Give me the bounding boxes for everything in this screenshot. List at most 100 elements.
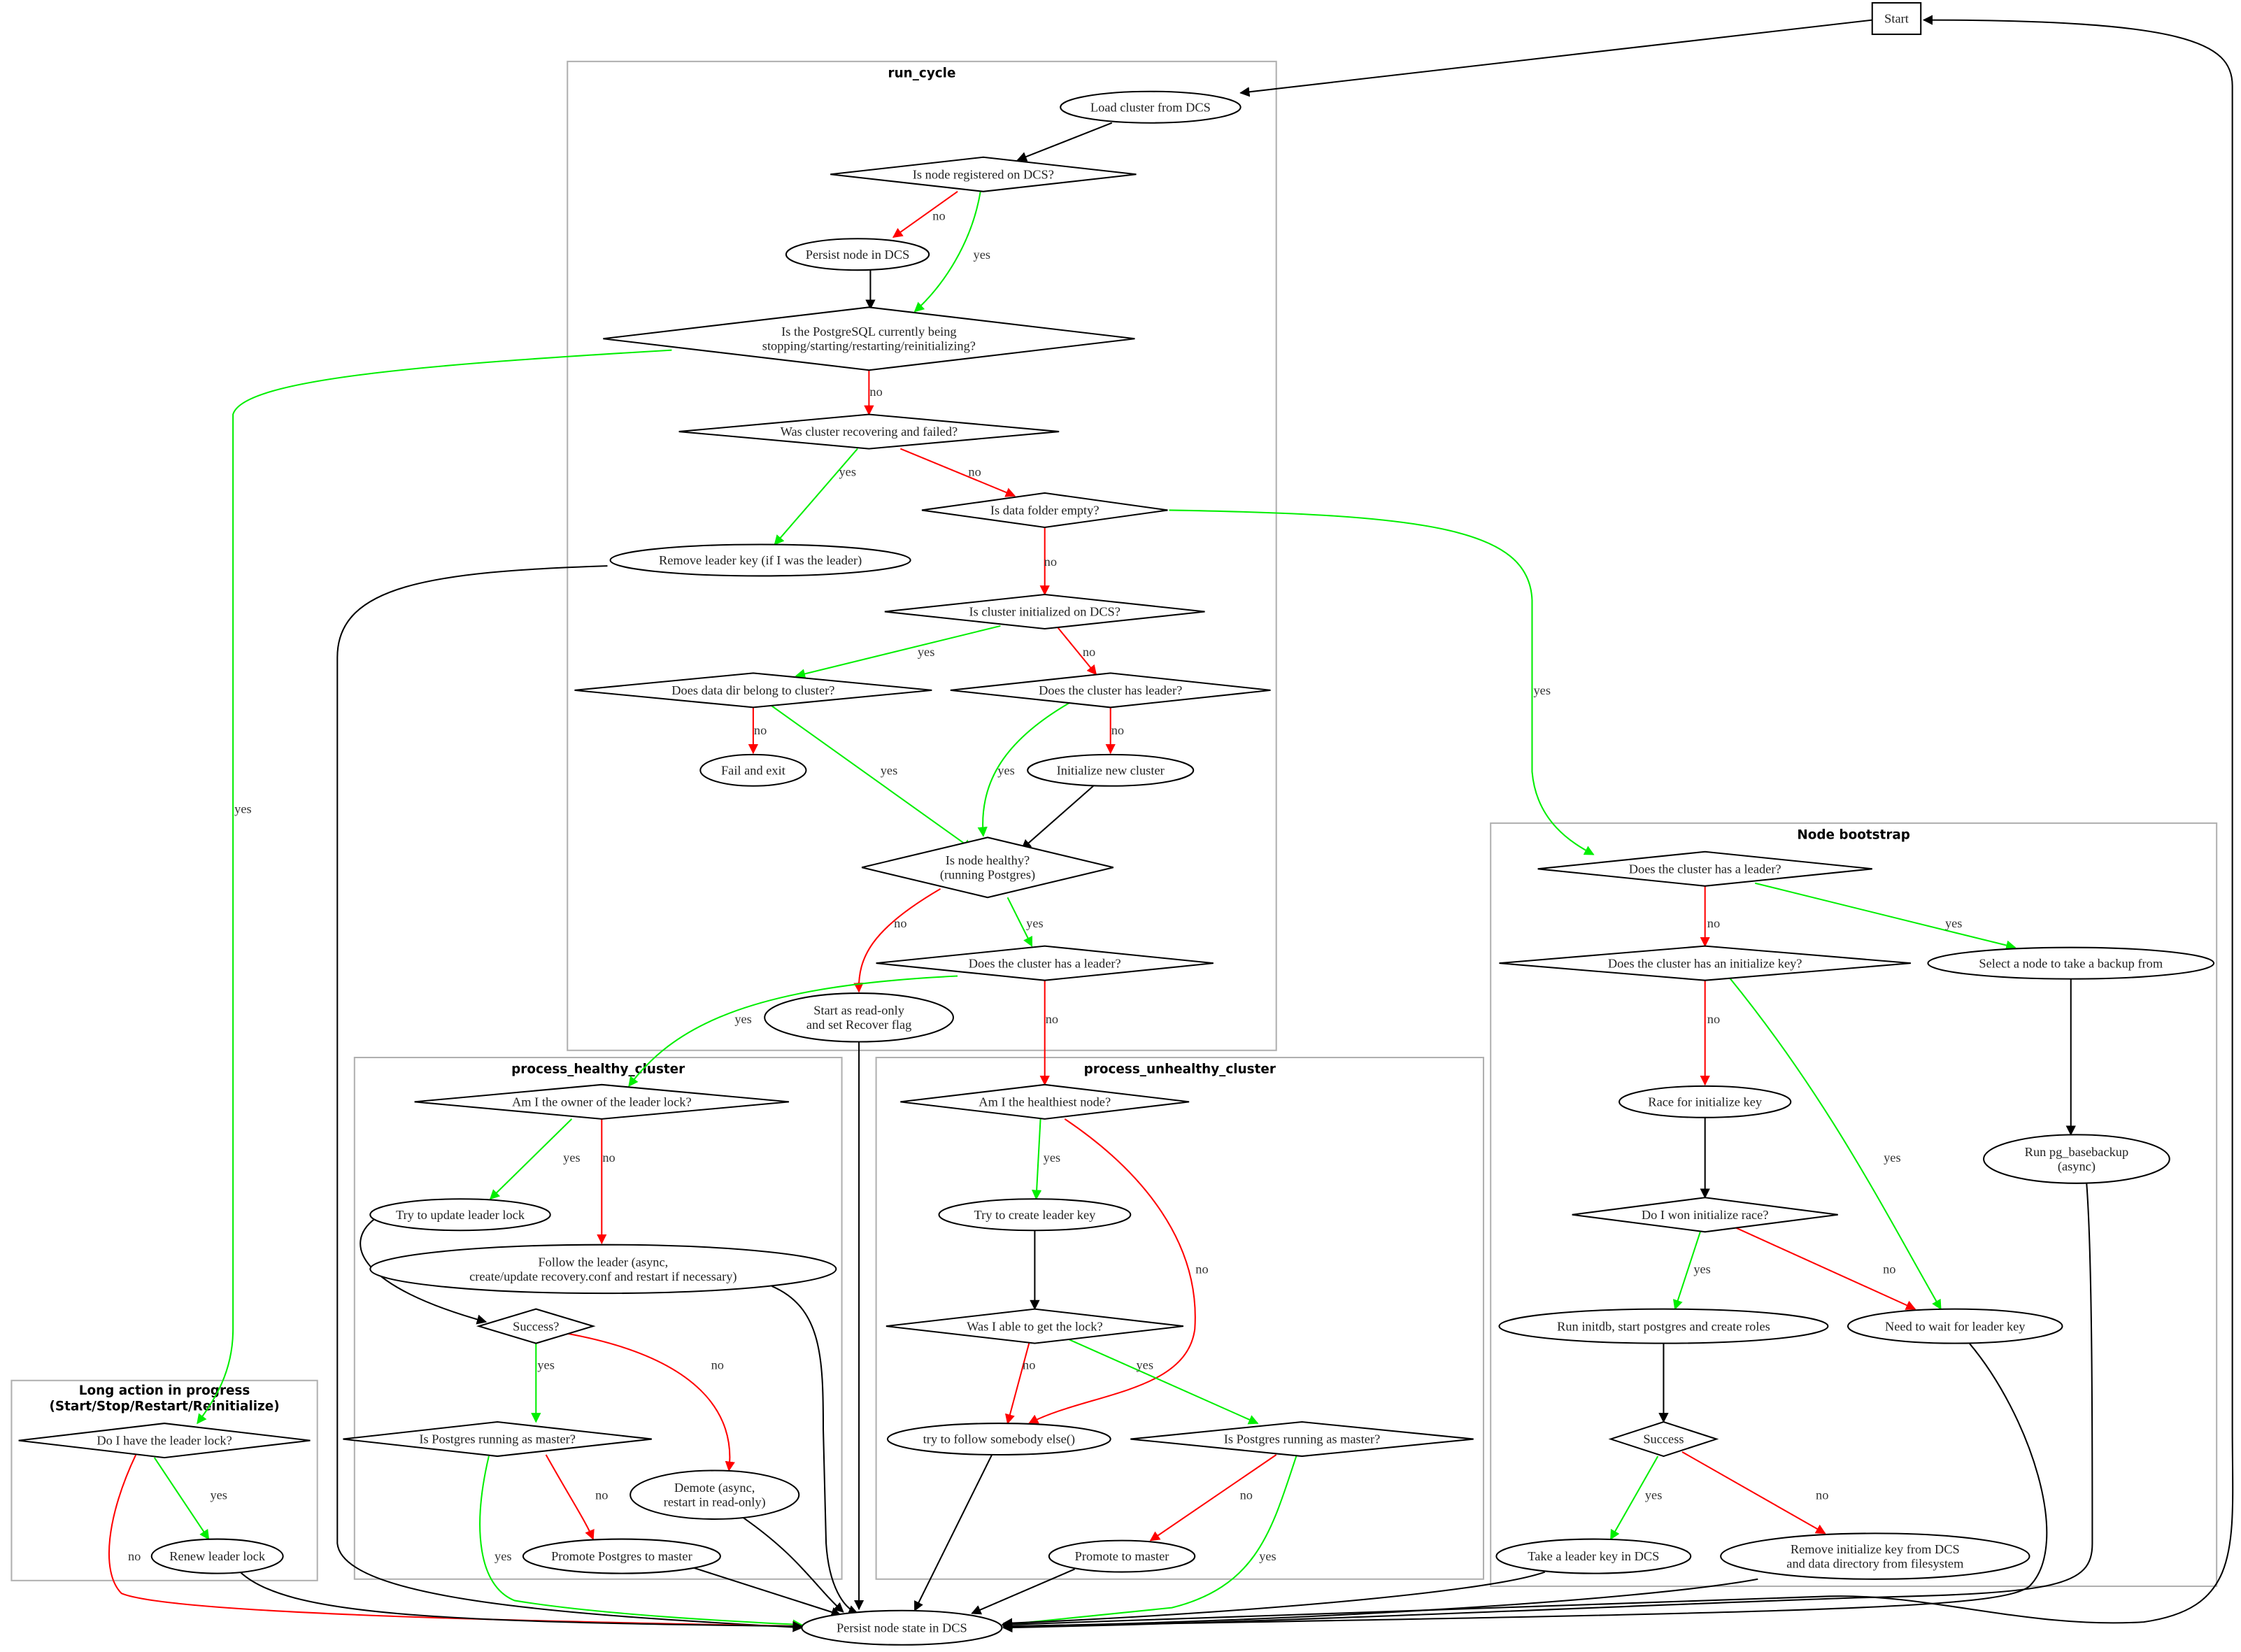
node-n12: Initialize new cluster (1027, 753, 1195, 787)
node-n20: Is Postgres running as master? (343, 1421, 652, 1458)
decision-diamond (900, 1083, 1190, 1120)
node-label: Start as read-only (813, 1004, 904, 1018)
node-label: Am I the healthiest node? (979, 1095, 1111, 1109)
edge-line (1754, 882, 2016, 950)
edge-line (489, 1118, 573, 1200)
node-label: Is Postgres running as master? (1224, 1432, 1381, 1446)
edge-line (795, 625, 1001, 679)
node-n37: Success (1608, 1420, 1719, 1458)
edge-label-yes: yes (918, 645, 935, 659)
edge-label-yes: yes (1693, 1262, 1711, 1276)
node-n38: Take a leader key in DCS (1495, 1538, 1692, 1574)
edge-n4-to-n40 (197, 349, 672, 1425)
node-n31: Select a node to take a backup from (1927, 946, 2215, 980)
node-label: Success? (513, 1319, 559, 1333)
node-n7: Remove leader key (if I was the leader) (609, 543, 911, 577)
edge-n6-to-n29 (1169, 509, 1595, 855)
edge-n25-to-n26 (1005, 1343, 1030, 1425)
cluster-label: process_unhealthy_cluster (1084, 1062, 1276, 1076)
edge-n25-to-n27 (1064, 1337, 1259, 1425)
edge-n13-to-n14 (1006, 897, 1033, 947)
node-label: Is Postgres running as master? (419, 1432, 576, 1446)
node-label: Race for initialize key (1648, 1095, 1763, 1109)
node-label: Need to wait for leader key (1885, 1319, 2026, 1333)
edge-label-yes: yes (974, 248, 991, 262)
edge-n7-to-sink (336, 565, 803, 1632)
decision-diamond (18, 1423, 311, 1459)
node-n32: Race for initialize key (1618, 1085, 1792, 1118)
node-label: restart in read-only) (664, 1495, 766, 1510)
edge-n40-to-n41 (153, 1457, 210, 1540)
decision-diamond (476, 1308, 596, 1344)
decision-diamond (1499, 945, 1912, 981)
cluster-border (875, 1056, 1485, 1580)
edge-line (913, 1454, 993, 1612)
node-n18: Follow the leader (async,create/update r… (369, 1244, 837, 1295)
node-label: Do I won initialize race? (1642, 1208, 1769, 1222)
edge-line (771, 705, 973, 850)
edge-line (108, 1454, 803, 1632)
edge-n16-to-n17 (489, 1118, 573, 1200)
edge-n27-to-n28 (1149, 1454, 1277, 1541)
node-n13: Is node healthy?(running Postgres) (861, 836, 1114, 899)
node-label: (async) (2058, 1159, 2096, 1174)
edge-n26-to-sink (913, 1454, 993, 1612)
edge-n40-to-sink (108, 1454, 803, 1632)
cluster-label: Long action in progress (79, 1383, 250, 1398)
edge-n41-to-sink (239, 1571, 803, 1632)
node-label: try to follow somebody else() (923, 1432, 1075, 1447)
process-ellipse (785, 238, 930, 271)
edge-label-yes: yes (997, 763, 1014, 777)
edge-line (771, 1285, 859, 1615)
node-label: Was I able to get the lock? (967, 1319, 1102, 1333)
node-label: Does the cluster has leader? (1039, 683, 1182, 697)
decision-diamond (603, 306, 1135, 371)
node-label: Load cluster from DCS (1090, 100, 1211, 114)
node-n11: Fail and exit (699, 753, 807, 787)
edge-n19-to-n21 (566, 1332, 735, 1472)
process-ellipse (801, 1609, 1003, 1646)
edge-label-no: no (128, 1549, 141, 1563)
node-label: Select a node to take a backup from (1979, 956, 2163, 970)
node-n16: Am I the owner of the leader lock? (414, 1083, 790, 1120)
cluster-label: run_cycle (888, 66, 956, 80)
node-label: Run initdb, start postgres and create ro… (1557, 1319, 1770, 1333)
process-ellipse (886, 1423, 1111, 1456)
process-ellipse (938, 1198, 1132, 1232)
edge-line (892, 190, 958, 238)
node-label: Promote to master (1075, 1549, 1169, 1563)
node-n6: Is data folder empty? (921, 492, 1168, 528)
node-label: Fail and exit (721, 763, 785, 777)
node-n4: Is the PostgreSQL currently beingstoppin… (603, 306, 1135, 371)
edge-n5-to-n6 (899, 448, 1016, 497)
edge-label-no: no (1111, 723, 1124, 737)
node-label: Follow the leader (async, (538, 1255, 668, 1269)
node-n14: Does the cluster has a leader? (876, 945, 1214, 981)
edge-label-no: no (968, 464, 981, 478)
edge-line (153, 1457, 210, 1540)
edge-label-yes: yes (1044, 1151, 1061, 1165)
process-ellipse (522, 1538, 721, 1574)
edge-line (1020, 785, 1094, 850)
edge-label-yes: yes (1259, 1549, 1276, 1563)
node-label: Was cluster recovering and failed? (781, 425, 958, 439)
node-n27: Is Postgres running as master? (1130, 1421, 1474, 1458)
edge-label-yes: yes (234, 802, 252, 816)
node-n3: Persist node in DCS (785, 238, 930, 271)
edge-label-no: no (1083, 645, 1095, 659)
process-ellipse (1027, 753, 1195, 787)
decision-diamond (861, 836, 1114, 899)
edge-n36-to-sink (1002, 1343, 2048, 1632)
edge-label-no: no (894, 916, 906, 930)
node-label: Promote Postgres to master (551, 1549, 692, 1563)
edge-n34-to-n36 (1732, 1225, 1916, 1310)
process-ellipse (1847, 1308, 2063, 1344)
edge-label-no: no (1023, 1358, 1035, 1372)
process-ellipse (1060, 90, 1242, 124)
edge-line (913, 191, 981, 313)
edge-label-no: no (1044, 555, 1057, 569)
edge-label-yes: yes (839, 464, 855, 478)
edge-line (977, 702, 1069, 837)
